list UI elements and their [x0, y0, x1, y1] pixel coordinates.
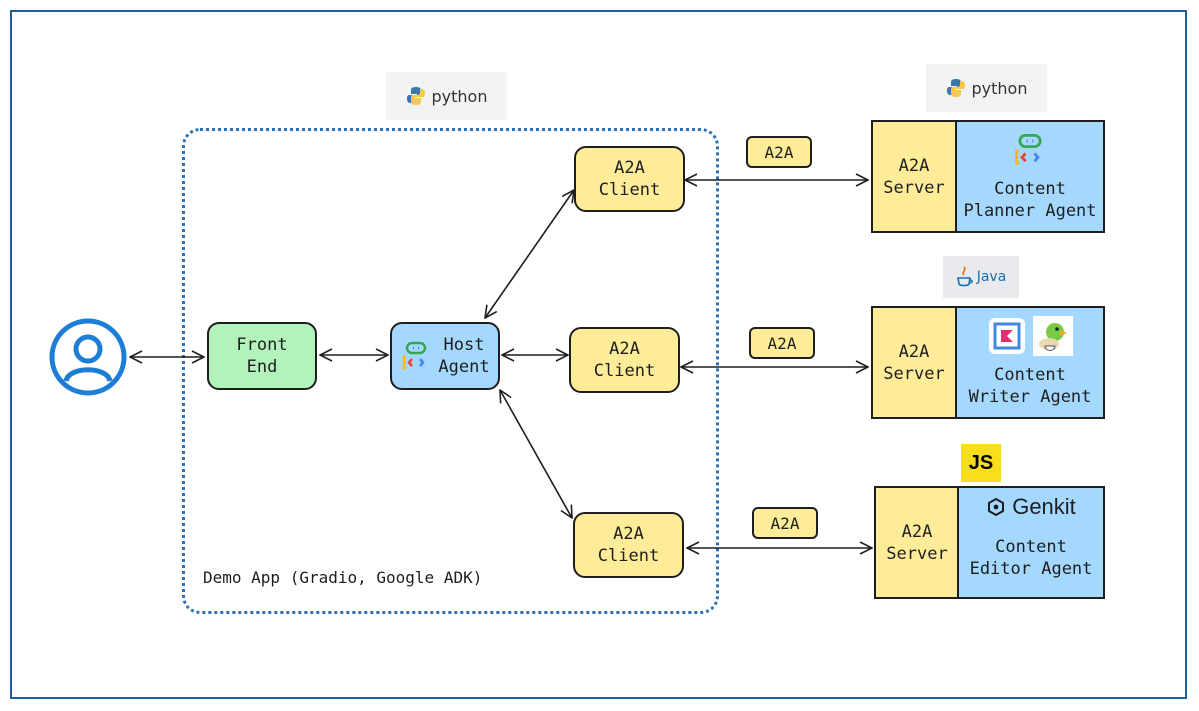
host-agent-label-2: Agent — [438, 357, 490, 377]
demo-app-caption: Demo App (Gradio, Google ADK) — [203, 568, 483, 587]
client-top-label-1: A2A — [614, 158, 645, 178]
host-agent-box: Host Agent — [390, 322, 500, 390]
genkit-logo-text: Genkit — [1012, 494, 1076, 519]
arrow-host-client-top — [485, 190, 574, 318]
front-end-box: Front End — [207, 322, 317, 390]
server-top-label-1: A2A — [898, 155, 930, 176]
client-top-label-2: Client — [598, 180, 661, 200]
client-mid-label-2: Client — [593, 361, 656, 381]
genkit-icon — [988, 497, 1005, 517]
writer-agent-label-1: Content — [994, 365, 1066, 385]
server-bottom-label-1: A2A — [901, 521, 933, 542]
planner-agent-label-1: Content — [994, 179, 1066, 199]
adk-agent-icon — [403, 341, 427, 370]
server-mid-label-1: A2A — [898, 341, 930, 362]
server-top-label-2: Server — [883, 177, 945, 198]
front-end-label-1: Front — [236, 335, 288, 355]
host-agent-label-1: Host — [443, 335, 485, 355]
client-bottom-label-2: Client — [597, 546, 660, 566]
python-icon — [946, 79, 965, 97]
a2a-protocol-label-bottom: A2A — [752, 507, 818, 539]
genkit-logo: Genkit — [986, 496, 1076, 518]
client-mid-label-1: A2A — [609, 339, 640, 359]
a2a-client-middle: A2A Client — [569, 327, 680, 393]
front-end-label-2: End — [246, 357, 278, 377]
a2a-protocol-label-middle: A2A — [749, 327, 815, 359]
java-logo: Java — [943, 256, 1019, 298]
diagram-frame — [10, 10, 1187, 699]
python-icon — [406, 87, 425, 105]
a2a-server-bottom: A2A Server — [874, 486, 960, 599]
arrow-host-client-bottom — [500, 390, 572, 518]
server-mid-label-2: Server — [883, 363, 945, 384]
kotlin-icon — [989, 318, 1025, 354]
a2a-server-top: A2A Server — [871, 120, 957, 233]
python-logo-right-text: python — [971, 78, 1028, 98]
a2a-client-top: A2A Client — [574, 146, 685, 212]
content-editor-agent-box: Genkit Content Editor Agent — [957, 486, 1105, 599]
a2a-server-middle: A2A Server — [871, 306, 957, 419]
content-planner-agent-box: Content Planner Agent — [955, 120, 1105, 233]
user-icon — [49, 318, 127, 396]
python-logo-top: python — [386, 72, 507, 120]
java-logo-text: Java — [976, 269, 1007, 285]
parrot-icon — [1033, 316, 1073, 356]
python-logo-top-text: python — [431, 86, 488, 106]
content-writer-agent-box: Content Writer Agent — [955, 306, 1105, 419]
client-bottom-label-1: A2A — [613, 524, 644, 544]
editor-agent-label-2: Editor Agent — [969, 559, 1093, 579]
a2a-protocol-label-top: A2A — [746, 136, 812, 168]
java-cup-icon — [956, 266, 973, 287]
javascript-logo: JS — [961, 444, 1001, 482]
editor-agent-label-1: Content — [995, 537, 1067, 557]
python-logo-right: python — [926, 64, 1047, 112]
writer-agent-label-2: Writer Agent — [968, 387, 1092, 407]
server-bottom-label-2: Server — [886, 543, 948, 564]
a2a-client-bottom: A2A Client — [573, 512, 684, 578]
planner-agent-label-2: Planner Agent — [963, 201, 1097, 221]
adk-agent-icon — [1015, 133, 1042, 165]
